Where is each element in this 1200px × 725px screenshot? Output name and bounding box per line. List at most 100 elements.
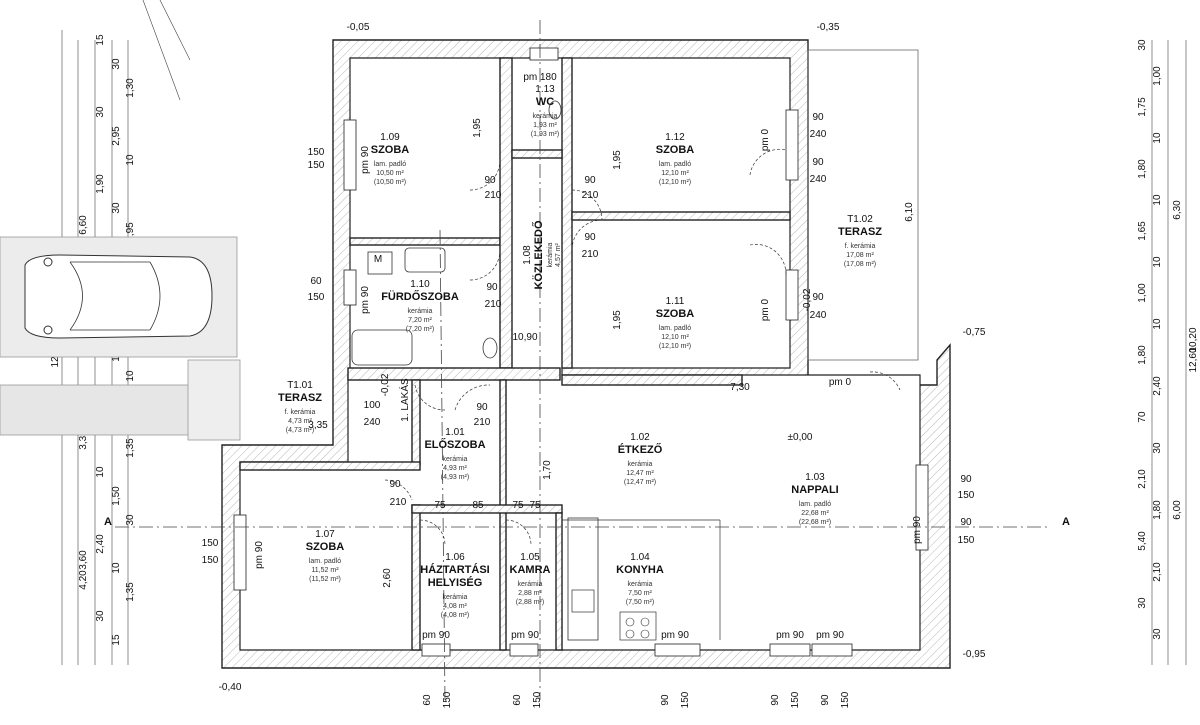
right-dimension-value: 1,80: [1137, 345, 1148, 365]
room-area: 4,93 m²: [443, 465, 467, 472]
room-area: 22,68 m²: [801, 510, 829, 517]
right-dimension-value: 10: [1152, 194, 1163, 206]
room-id: 1.08: [522, 245, 533, 265]
left-dimension-value: 10: [111, 562, 122, 574]
room-name: KONYHA: [616, 564, 664, 576]
room-name: FÜRDŐSZOBA: [381, 290, 459, 303]
dimension-label: 150: [308, 160, 325, 171]
bottom-dimension: 150: [442, 691, 453, 708]
dimension-label: 210: [485, 299, 502, 310]
level-marker: -0,35: [817, 22, 840, 33]
section-marker-left: A: [104, 516, 112, 528]
dimension-label: pm 0: [760, 298, 771, 321]
right-dimension-value: 1,00: [1137, 283, 1148, 303]
windows: [233, 47, 929, 657]
dimension-label: 90: [812, 157, 824, 168]
room-name: TERASZ: [278, 392, 322, 404]
left-dimension-value: 1,35: [125, 438, 136, 458]
right-dimension-total: 10,20: [1188, 327, 1199, 352]
dimension-label: 90: [584, 232, 596, 243]
bottom-dimension: 150: [680, 691, 691, 708]
section-marker-right: A: [1062, 516, 1070, 528]
level-marker: -0,40: [219, 682, 242, 693]
room-id: 1.04: [630, 552, 650, 563]
dimension-label: 150: [202, 555, 219, 566]
left-dimension-value: 15: [95, 34, 106, 46]
dimension-label: 60: [310, 276, 322, 287]
room-name: ELŐSZOBA: [424, 438, 485, 451]
room-area: 11,52 m²: [311, 567, 339, 574]
dimension-label: 10,90: [512, 332, 537, 343]
dimension-label: 150: [308, 147, 325, 158]
room-finish: f. kerámia: [285, 409, 316, 416]
left-dimension-value: 30: [111, 58, 122, 70]
dimension-label: 150: [308, 292, 325, 303]
left-dimension-value: 10: [125, 154, 136, 166]
dimension-label: pm 90: [254, 541, 265, 569]
room-name: SZOBA: [371, 144, 410, 156]
room-id: 1.02: [630, 432, 650, 443]
right-dimension-value: 1,00: [1152, 66, 1163, 86]
right-dimension-value: 30: [1152, 628, 1163, 640]
dimension-label: 1. LAKÁS: [398, 378, 411, 422]
room-area-alt: (7,20 m²): [406, 326, 434, 333]
dimension-label: 90: [584, 175, 596, 186]
right-dimension-labels: 301,001,75101,80101,65101,00101,802,4070…: [1137, 39, 1199, 640]
bottom-dimension: 60: [512, 694, 523, 706]
dimension-label: 210: [582, 249, 599, 260]
level-marker: -0,95: [963, 649, 986, 660]
dimension-label: 1,95: [472, 118, 483, 138]
room-area-alt: (12,47 m²): [624, 479, 656, 486]
level-marker: -0,02: [802, 288, 813, 311]
dimension-label: 240: [810, 129, 827, 140]
dimension-label: 210: [474, 417, 491, 428]
dimension-label: pm 90: [816, 630, 844, 641]
room-id: 1.12: [665, 132, 685, 143]
dimension-label: 100: [364, 400, 381, 411]
room-name: SZOBA: [656, 308, 695, 320]
room-area-alt: (12,10 m²): [659, 343, 691, 350]
room-area-alt: (11,52 m²): [309, 576, 341, 583]
dimension-label: pm 180: [523, 72, 557, 83]
room-finish: lam. padló: [309, 558, 341, 565]
dimension-label: pm 0: [760, 128, 771, 151]
dimension-label: 1,95: [612, 150, 623, 170]
left-dimension-value: 15: [111, 634, 122, 646]
room-finish: kerámia: [408, 308, 433, 315]
right-dimension-value: 10: [1152, 132, 1163, 144]
dimension-label: 240: [810, 174, 827, 185]
dimension-label: 7,30: [730, 382, 750, 393]
room-id: T1.02: [847, 214, 873, 225]
level-marker: -0,75: [963, 327, 986, 338]
right-dimension-value: 1,80: [1152, 500, 1163, 520]
left-dimension-total: 3,35: [78, 430, 89, 450]
dimension-label: 90: [389, 479, 401, 490]
room-area: 1,93 m²: [533, 122, 557, 129]
room-finish: f. kerámia: [845, 243, 876, 250]
bathroom-fixtures: [351, 100, 562, 366]
room-name: SZOBA: [306, 541, 345, 553]
room-area: 4,57 m²: [555, 242, 562, 266]
room-finish: kerámia: [443, 594, 468, 601]
room-finish: kerámia: [628, 581, 653, 588]
dimension-label: pm 90: [511, 630, 539, 641]
right-dimension-value: 2,10: [1152, 562, 1163, 582]
right-dimension-value: 2,40: [1152, 376, 1163, 396]
dimension-label: 240: [364, 417, 381, 428]
room-finish: kerámia: [628, 461, 653, 468]
right-dimension-value: 2,10: [1137, 469, 1148, 489]
left-dimension-value: 10: [95, 466, 106, 478]
room-id: T1.01: [287, 380, 313, 391]
room-area: 2,88 m²: [518, 590, 542, 597]
right-dimension-value: 1,65: [1137, 221, 1148, 241]
right-dimension-value: 30: [1137, 39, 1148, 51]
dimension-label: 90: [812, 112, 824, 123]
room-id: 1.05: [520, 552, 540, 563]
room-name: SZOBA: [656, 144, 695, 156]
room-id: 1.13: [535, 84, 555, 95]
dimension-label: 1,95: [612, 310, 623, 330]
room-id: 1.06: [445, 552, 465, 563]
room-area-alt: (4,93 m²): [441, 474, 469, 481]
dimension-label: 90: [484, 175, 496, 186]
